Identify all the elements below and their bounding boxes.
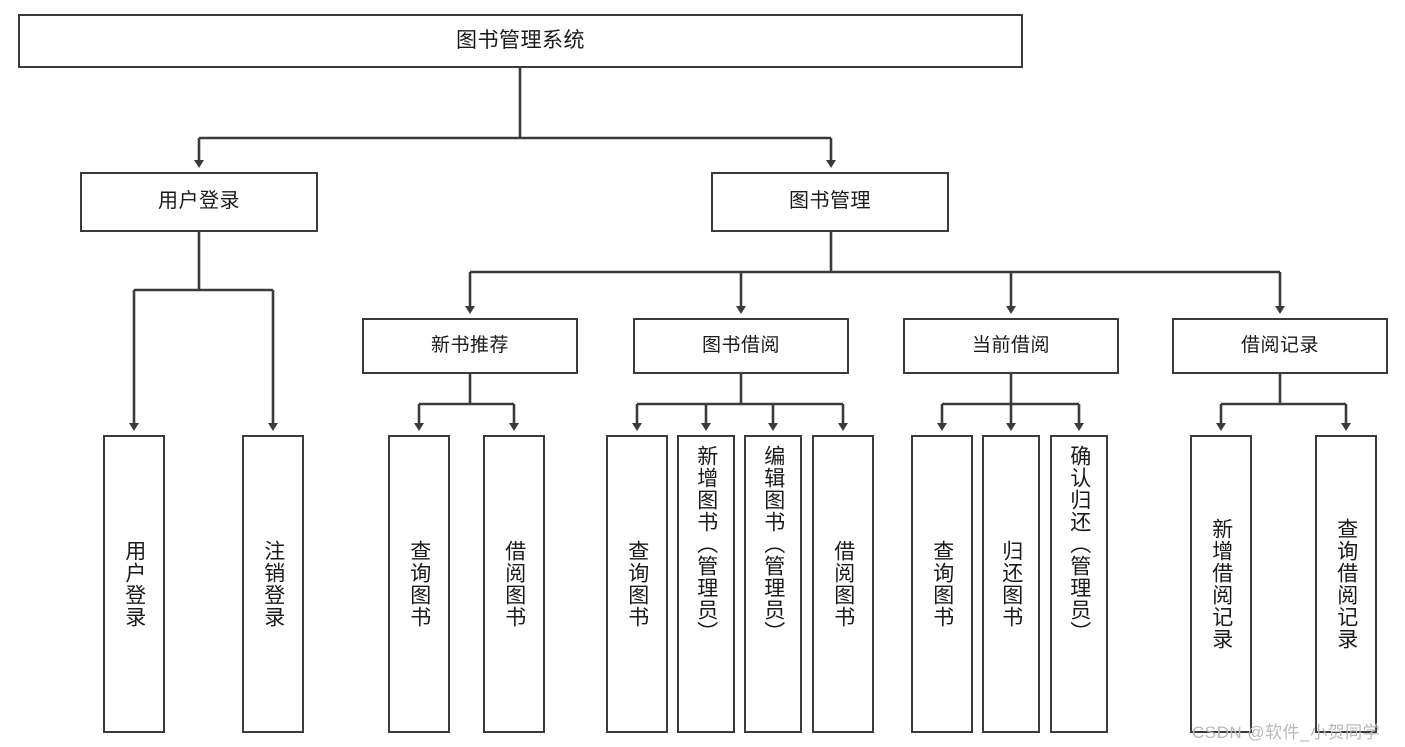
node-user-login[interactable]: 用户登录: [80, 172, 318, 232]
leaf-borrow-book[interactable]: 借阅图书: [812, 435, 874, 733]
node-new-book-recommend[interactable]: 新书推荐: [362, 318, 578, 374]
leaf-add-book-admin[interactable]: 新增图书（管理员）: [677, 435, 735, 733]
leaf-return-book[interactable]: 归还图书: [982, 435, 1040, 733]
node-current-borrow[interactable]: 当前借阅: [903, 318, 1119, 374]
node-root[interactable]: 图书管理系统: [18, 14, 1023, 68]
leaf-logout-label: 注销登录: [261, 540, 285, 628]
node-new-book-recommend-label: 新书推荐: [430, 334, 509, 356]
leaf-user-login[interactable]: 用户登录: [103, 435, 165, 733]
leaf-add-borrow-record-label: 新增借阅记录: [1209, 518, 1233, 650]
node-book-management-label: 图书管理: [789, 190, 871, 213]
node-book-borrow-label: 图书借阅: [701, 334, 780, 356]
leaf-add-book-admin-label: 新增图书（管理员）: [694, 445, 718, 643]
leaf-confirm-return-admin-label: 确认归还（管理员）: [1067, 445, 1091, 643]
node-borrow-record-label: 借阅记录: [1240, 334, 1319, 356]
leaf-query-book-borrow[interactable]: 查询图书: [606, 435, 668, 733]
leaf-query-book-current-label: 查询图书: [930, 540, 954, 628]
leaf-user-login-label: 用户登录: [122, 540, 146, 628]
node-current-borrow-label: 当前借阅: [971, 334, 1050, 356]
leaf-add-borrow-record[interactable]: 新增借阅记录: [1190, 435, 1252, 733]
node-book-management[interactable]: 图书管理: [711, 172, 949, 232]
node-user-login-label: 用户登录: [158, 190, 240, 213]
leaf-edit-book-admin-label: 编辑图书（管理员）: [761, 445, 785, 643]
leaf-borrow-book-new[interactable]: 借阅图书: [483, 435, 545, 733]
leaf-query-book-new-label: 查询图书: [407, 540, 431, 628]
node-book-borrow[interactable]: 图书借阅: [633, 318, 849, 374]
leaf-logout[interactable]: 注销登录: [242, 435, 304, 733]
leaf-borrow-book-label: 借阅图书: [831, 540, 855, 628]
leaf-confirm-return-admin[interactable]: 确认归还（管理员）: [1050, 435, 1108, 733]
leaf-query-book-new[interactable]: 查询图书: [388, 435, 450, 733]
leaf-query-borrow-record-label: 查询借阅记录: [1334, 518, 1358, 650]
watermark: CSDN @软件_小贺同学: [1192, 723, 1381, 742]
leaf-edit-book-admin[interactable]: 编辑图书（管理员）: [744, 435, 802, 733]
leaf-return-book-label: 归还图书: [999, 540, 1023, 628]
leaf-query-borrow-record[interactable]: 查询借阅记录: [1315, 435, 1377, 733]
leaf-query-book-borrow-label: 查询图书: [625, 540, 649, 628]
leaf-query-book-current[interactable]: 查询图书: [911, 435, 973, 733]
node-root-label: 图书管理系统: [456, 28, 585, 52]
leaf-borrow-book-new-label: 借阅图书: [502, 540, 526, 628]
node-borrow-record[interactable]: 借阅记录: [1172, 318, 1388, 374]
